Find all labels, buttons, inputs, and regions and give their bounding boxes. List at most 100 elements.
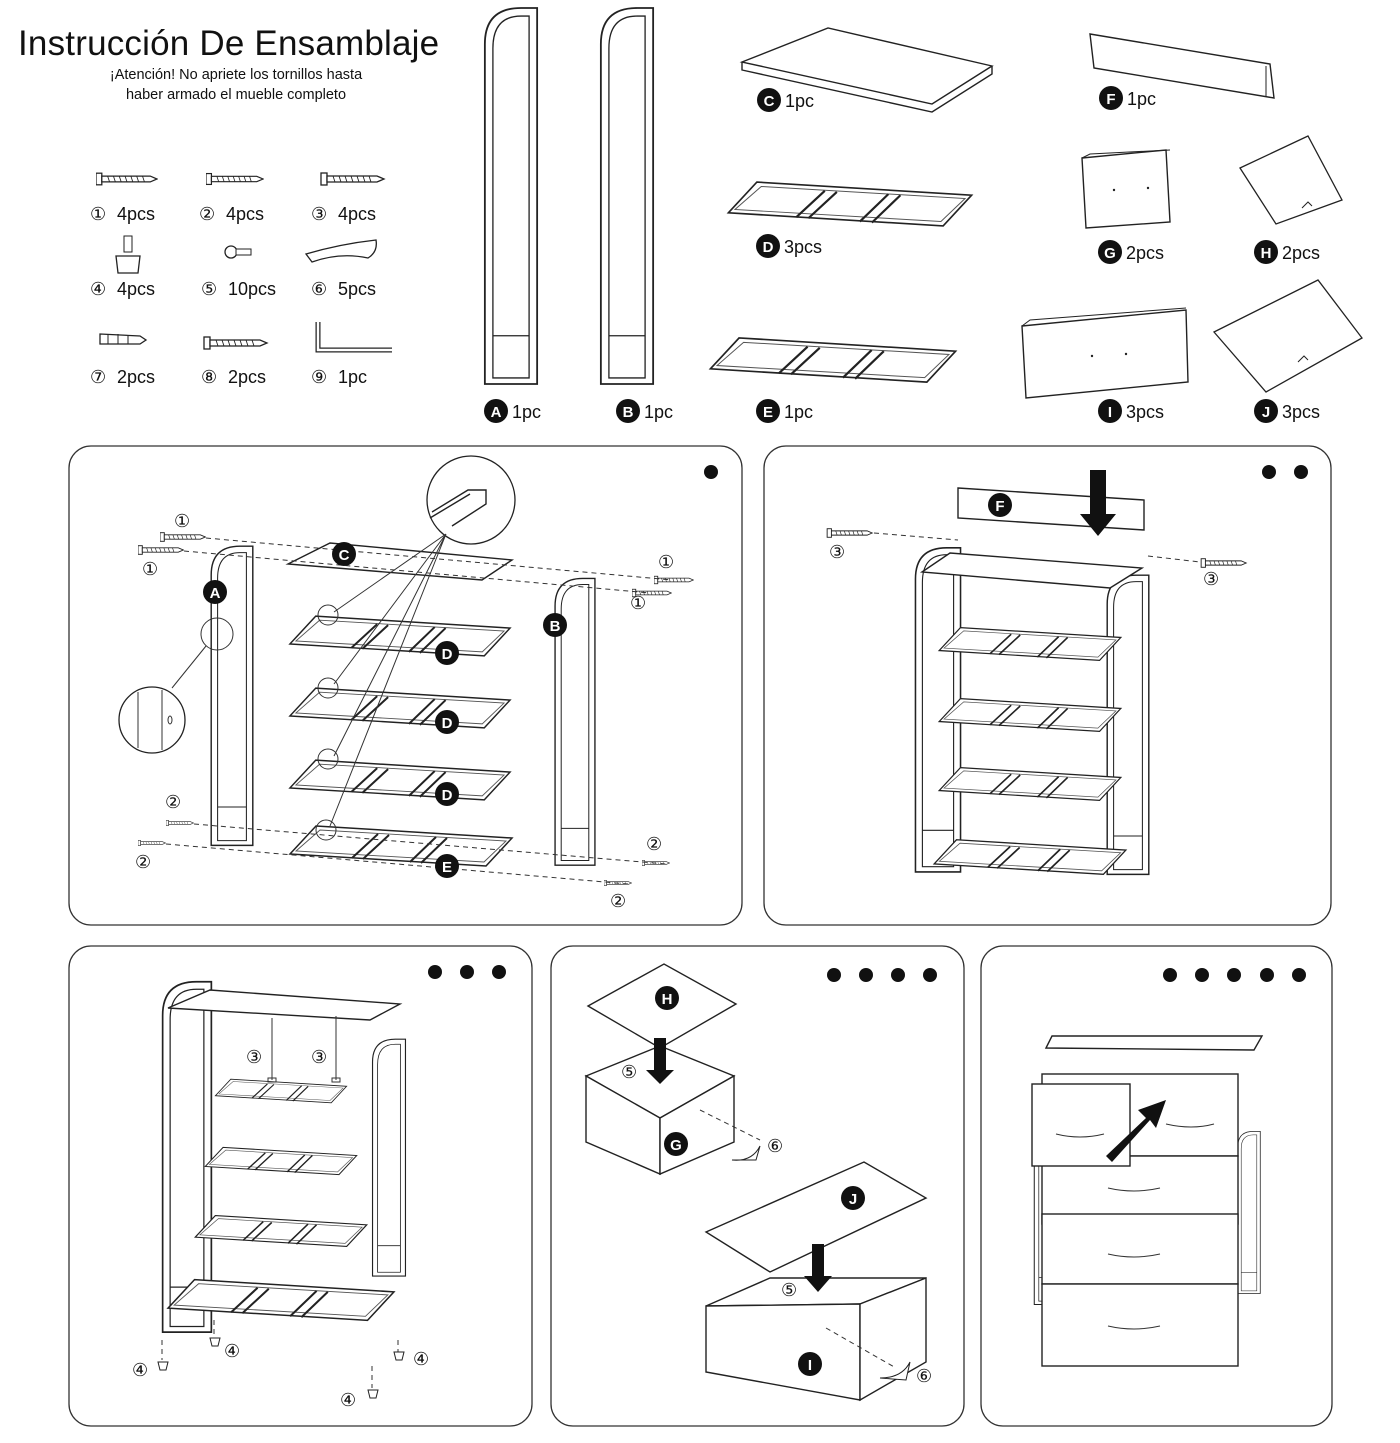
screw-label: ⑥ bbox=[916, 1366, 932, 1386]
hardware-qty: 1pc bbox=[338, 367, 367, 387]
screw-label: ② bbox=[610, 891, 626, 911]
hardware-num: ⑧ bbox=[201, 367, 217, 387]
callout-c: C bbox=[339, 547, 350, 564]
hardware-anchor-7-icon bbox=[99, 333, 148, 345]
screw-label: ① bbox=[174, 511, 190, 531]
part-i-board bbox=[1021, 307, 1189, 399]
warning-line-2: haber armado el mueble completo bbox=[125, 87, 347, 103]
part-letter: G bbox=[1104, 245, 1116, 262]
hardware-screw-8-icon bbox=[202, 336, 269, 350]
hardware-num: ⑤ bbox=[201, 279, 217, 299]
part-letter: B bbox=[623, 404, 634, 421]
screw-label: ③ bbox=[829, 542, 845, 562]
hardware-num: ② bbox=[199, 204, 215, 224]
hardware-qty: 4pcs bbox=[226, 204, 264, 224]
step-1-dots bbox=[704, 465, 718, 479]
part-b-frame bbox=[599, 7, 655, 385]
part-a-badge bbox=[484, 399, 508, 423]
part-c-badge bbox=[757, 88, 781, 112]
screw-label: ③ bbox=[246, 1047, 262, 1067]
hardware-qty: 4pcs bbox=[338, 204, 376, 224]
part-a-frame bbox=[483, 7, 539, 385]
part-letter: I bbox=[1108, 404, 1112, 421]
hardware-qty: 10pcs bbox=[228, 279, 276, 299]
part-letter: E bbox=[763, 404, 773, 421]
screw-label: ③ bbox=[311, 1047, 327, 1067]
part-f-rail bbox=[1089, 33, 1275, 99]
part-letter: H bbox=[1261, 245, 1272, 262]
step-5-illustration bbox=[1031, 1035, 1264, 1367]
screw-label: ④ bbox=[132, 1360, 148, 1380]
part-g-badge bbox=[1098, 240, 1122, 264]
callout-a: A bbox=[210, 585, 221, 602]
screw-label: ① bbox=[142, 559, 158, 579]
hardware-bolt-5-icon bbox=[224, 245, 252, 259]
part-letter: D bbox=[763, 239, 774, 256]
part-qty: 1pc bbox=[785, 91, 814, 111]
part-j-badge bbox=[1254, 399, 1278, 423]
hardware-screw-3-icon bbox=[320, 172, 385, 186]
part-letter: C bbox=[764, 93, 775, 110]
part-qty: 1pc bbox=[784, 402, 813, 422]
step-2-illustration bbox=[826, 470, 1247, 876]
step-1-panel bbox=[68, 445, 743, 926]
step-2-dots bbox=[1262, 465, 1308, 479]
callout-i: I bbox=[808, 1357, 812, 1374]
part-qty: 1pc bbox=[512, 402, 541, 422]
part-b-badge bbox=[616, 399, 640, 423]
step-4-callouts: H G J I ⑤ ⑥ ⑤ ⑥ bbox=[621, 986, 932, 1386]
step-3-panel bbox=[68, 945, 533, 1427]
hardware-num: ⑨ bbox=[311, 367, 327, 387]
callout-j: J bbox=[849, 1191, 857, 1208]
screw-label: ② bbox=[135, 852, 151, 872]
step-3-dots bbox=[428, 965, 506, 979]
part-h-badge bbox=[1254, 240, 1278, 264]
callout-f: F bbox=[995, 498, 1004, 515]
part-qty: 1pc bbox=[644, 402, 673, 422]
step-3-callouts: ③ ③ ④ ④ ④ ④ bbox=[132, 1047, 429, 1410]
hardware-qty: 5pcs bbox=[338, 279, 376, 299]
part-c-top-board bbox=[739, 27, 994, 113]
screw-label: ⑤ bbox=[621, 1062, 637, 1082]
hardware-qty: 2pcs bbox=[117, 367, 155, 387]
part-qty: 2pcs bbox=[1282, 243, 1320, 263]
part-qty: 3pcs bbox=[784, 237, 822, 257]
part-letter: J bbox=[1262, 404, 1270, 421]
hardware-labels: ① 4pcs ② 4pcs ③ 4pcs ④ 4pcs ⑤ 10pcs ⑥ 5p… bbox=[90, 204, 376, 387]
hardware-handle-6-icon bbox=[304, 239, 377, 263]
hardware-screw-1-icon bbox=[96, 172, 158, 186]
screw-label: ③ bbox=[1203, 569, 1219, 589]
screw-label: ④ bbox=[413, 1349, 429, 1369]
step-2-callouts: F ③ ③ bbox=[829, 493, 1219, 589]
part-i-badge bbox=[1098, 399, 1122, 423]
hardware-foot-4-icon bbox=[115, 235, 141, 274]
callout-d: D bbox=[442, 715, 453, 732]
step-1-callouts: A B C D D D E ① ① ① ① ② ② ② ② bbox=[135, 511, 674, 911]
screw-label: ① bbox=[658, 552, 674, 572]
hardware-allen-key-9-icon bbox=[315, 322, 392, 353]
screw-label: ④ bbox=[340, 1390, 356, 1410]
hardware-num: ① bbox=[90, 204, 106, 224]
hardware-qty: 2pcs bbox=[228, 367, 266, 387]
part-e-shelf bbox=[708, 336, 958, 384]
hardware-qty: 4pcs bbox=[117, 204, 155, 224]
callout-h: H bbox=[662, 991, 673, 1008]
screw-label: ① bbox=[630, 593, 646, 613]
callout-g: G bbox=[670, 1137, 682, 1154]
step-3-illustration bbox=[157, 980, 407, 1399]
callout-d: D bbox=[442, 787, 453, 804]
callout-e: E bbox=[442, 859, 452, 876]
step-2-panel bbox=[763, 445, 1332, 926]
screw-label: ② bbox=[646, 834, 662, 854]
part-qty: 3pcs bbox=[1126, 402, 1164, 422]
part-e-badge bbox=[756, 399, 780, 423]
page-title: Instrucción De Ensamblaje bbox=[18, 24, 440, 63]
step-5-dots bbox=[1163, 968, 1306, 982]
part-f-badge bbox=[1099, 86, 1123, 110]
part-labels: A 1pc B 1pc C 1pc D 3pcs E 1pc F 1pc G 2… bbox=[484, 86, 1320, 423]
hardware-qty: 4pcs bbox=[117, 279, 155, 299]
part-qty: 3pcs bbox=[1282, 402, 1320, 422]
part-g-board bbox=[1081, 149, 1171, 229]
hardware-num: ④ bbox=[90, 279, 106, 299]
